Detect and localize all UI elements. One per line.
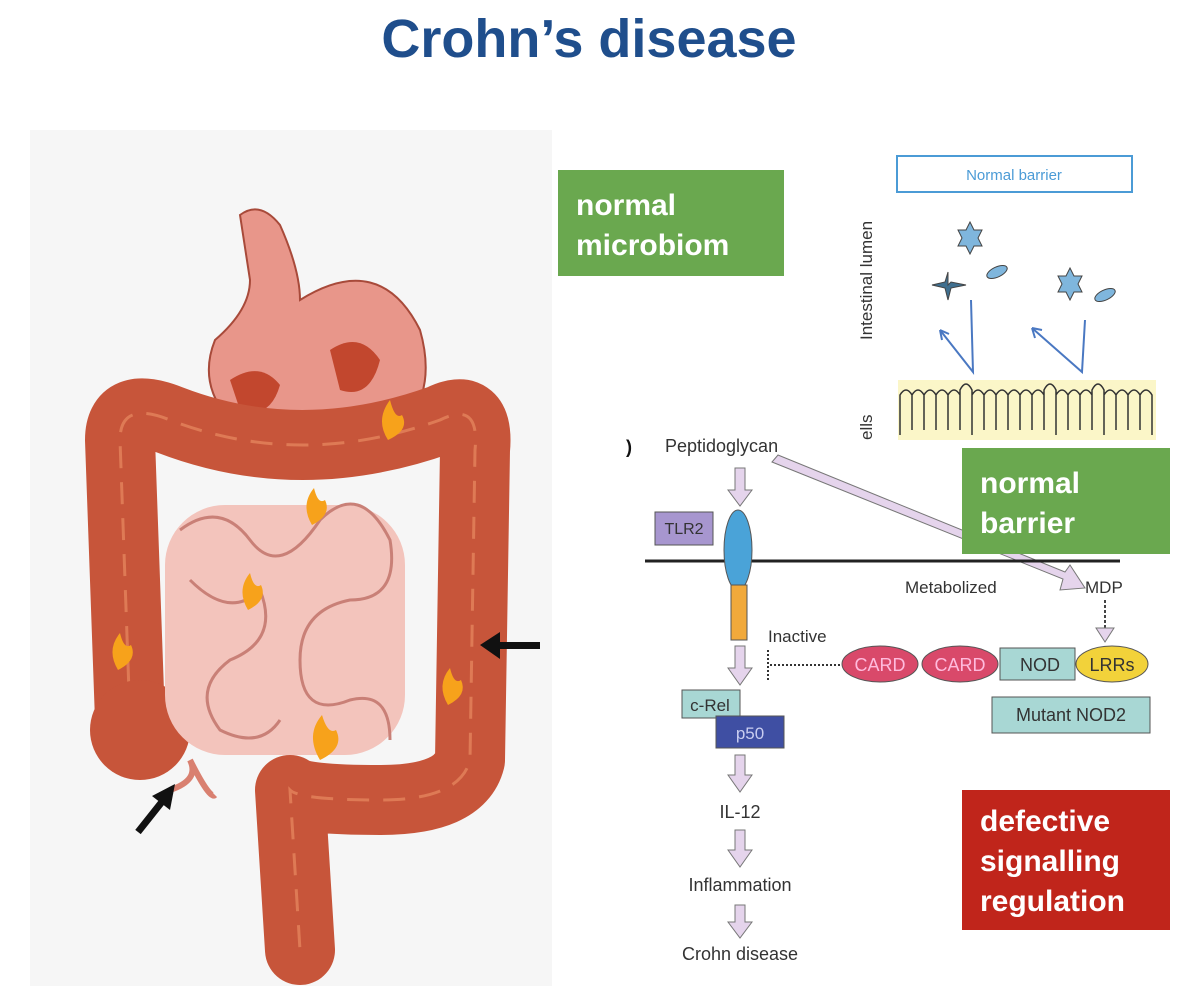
label-line: regulation (980, 885, 1126, 918)
stomach-lesion (330, 342, 380, 392)
inactive-label: Inactive (768, 627, 827, 646)
inflammation-label: Inflammation (688, 875, 791, 895)
metabolized-label: Metabolized (905, 578, 997, 597)
p50-box (715, 715, 785, 749)
mdp-arrowhead (1095, 627, 1115, 643)
barrier-arrows (939, 299, 1086, 375)
cells-label: ells (857, 414, 876, 440)
intestinal-lumen-label: Intestinal lumen (857, 221, 876, 340)
nod-label: NOD (1020, 655, 1060, 675)
mdp-label: MDP (1085, 578, 1123, 597)
normal-barrier-header-box (896, 155, 1133, 193)
mutant-nod2-box (991, 696, 1151, 734)
normal-barrier-header: Normal barrier (966, 167, 1062, 184)
small-intestine (179, 502, 394, 741)
receptor-tail (730, 584, 748, 641)
arrow-icon-right-colon (480, 632, 540, 659)
tlr2-receptor (723, 509, 753, 591)
cecum (90, 680, 190, 780)
label-line: signalling (980, 845, 1121, 878)
gi-tract-drawing (85, 208, 540, 985)
stomach-lesion (230, 371, 280, 413)
microbe-icons (931, 220, 1116, 302)
card-domain-1 (841, 645, 919, 683)
lrrs-domain (1075, 645, 1149, 683)
peptidoglycan-label: Peptidoglycan (665, 436, 778, 456)
label-line: barrier (980, 507, 1076, 540)
flame-icons (112, 400, 463, 760)
label-line: defective (980, 805, 1111, 838)
tlr2-label: TLR2 (664, 521, 703, 538)
down-arrows (727, 467, 753, 939)
villi (899, 383, 1153, 435)
label-line: microbiom (576, 229, 730, 262)
p50-label: p50 (736, 724, 764, 743)
colon (85, 378, 511, 985)
diagonal-arrow (771, 454, 1086, 591)
defective-signalling-label: defective signalling regulation (962, 790, 1170, 930)
il12-label: IL-12 (719, 802, 760, 822)
small-intestine-area (165, 505, 405, 755)
gi-tract-illustration (30, 130, 552, 986)
page-title: Crohn’s disease (381, 9, 797, 69)
label-line: normal (980, 467, 1081, 500)
crohn-disease-label: Crohn disease (682, 944, 798, 964)
panel-letter: ) (626, 437, 632, 457)
c-rel-label: c-Rel (690, 696, 730, 715)
card-domain-2 (921, 645, 999, 683)
normal-microbiom-label: normal microbiom (558, 170, 784, 276)
appendix (168, 758, 218, 799)
tlr2-box (654, 511, 714, 546)
nod-domain (999, 647, 1076, 681)
mutant-nod2-label: Mutant NOD2 (1016, 705, 1126, 725)
normal-barrier-label: normal barrier (962, 448, 1170, 554)
card2-label: CARD (934, 655, 985, 675)
card1-label: CARD (854, 655, 905, 675)
label-line: normal (576, 189, 677, 222)
arrow-icon-ileum (135, 784, 175, 835)
lrrs-label: LRRs (1089, 655, 1134, 675)
c-rel-box (681, 689, 741, 719)
